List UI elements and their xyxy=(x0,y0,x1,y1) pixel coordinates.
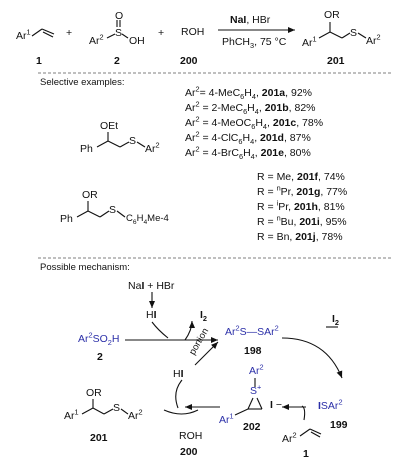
mech-product-ar2: Ar2 xyxy=(128,407,143,422)
mech-nai-hbr: NaI + HBr xyxy=(128,280,175,292)
condition-top: NaI, HBr xyxy=(230,14,271,26)
example2-or: OR xyxy=(82,189,98,201)
mech-label-198: 198 xyxy=(244,345,262,357)
compound-label-200: 200 xyxy=(180,55,198,67)
mech-alkene-1-bonds xyxy=(299,428,322,438)
plus-sign-1: + xyxy=(66,27,73,39)
example2-s: S xyxy=(109,204,117,216)
mech-iodide: I − xyxy=(270,399,282,411)
example-item-201f: R = Me, 201f, 74% xyxy=(257,171,345,183)
mech-label-200: 200 xyxy=(180,446,198,458)
mech-hi-top: HI xyxy=(146,309,157,321)
episulfonium-202-bonds xyxy=(234,378,263,416)
reactant-roh: ROH xyxy=(181,26,205,38)
example-item-201h: R = iPr, 201h, 81% xyxy=(257,198,345,213)
sulfinic-acid-2-bonds xyxy=(106,20,129,39)
reactant-alkene-ar1: Ar1 xyxy=(16,27,31,42)
example-item-201a: Ar2= 4-MeC6H4, 201a, 92% xyxy=(185,84,312,102)
mech-label-202: 202 xyxy=(243,421,261,433)
mech-label-1: 1 xyxy=(303,448,309,460)
example-item-201j: R = Bn, 201j, 78% xyxy=(257,231,343,243)
mech-product-s: S xyxy=(113,402,121,414)
mech-hi-mid: HI xyxy=(173,368,184,380)
mech-product-201-bonds xyxy=(81,399,129,415)
mech-product-ar1: Ar1 xyxy=(64,407,79,422)
compound-label-1: 1 xyxy=(36,55,42,67)
mech-label-2: 2 xyxy=(97,351,103,363)
mech-alkene-ar2: Ar2 xyxy=(282,430,297,445)
plus-sign-2: + xyxy=(158,27,165,39)
example-item-201i: R = nBu, 201i, 95% xyxy=(257,213,347,228)
compound-label-2: 2 xyxy=(114,55,120,67)
mech-disulfide: Ar2S—SAr2 xyxy=(225,323,279,338)
example1-oet: OEt xyxy=(100,120,119,132)
example1-s: S xyxy=(129,135,137,147)
sulfinic-ar2: Ar2 xyxy=(89,32,104,47)
mech-episulfonium-ar2: Ar2 xyxy=(249,362,264,377)
mech-isar2: ISAr2 xyxy=(318,397,343,412)
product-ar2: Ar2 xyxy=(366,32,381,47)
mech-product-or: OR xyxy=(86,387,102,399)
mech-episulfonium-ar1: Ar1 xyxy=(219,411,234,426)
compound-label-201: 201 xyxy=(327,55,345,67)
mech-label-201: 201 xyxy=(90,432,108,444)
sulfinic-o: O xyxy=(115,10,124,22)
alkene-1-bonds xyxy=(31,28,55,38)
example-item-201c: Ar2 = 4-MeOC6H4, 201c, 78% xyxy=(185,114,324,132)
example1-ar: Ar2 xyxy=(145,140,160,155)
mech-label-199: 199 xyxy=(330,419,348,431)
example-item-201g: R = nPr, 201g, 77% xyxy=(257,183,348,198)
sulfinic-s: S xyxy=(115,27,123,39)
condition-bottom: PhCH3, 75 °C xyxy=(222,36,287,51)
product-201-bonds xyxy=(318,22,367,39)
example1-ph: Ph xyxy=(80,143,93,155)
mechanism-arrows xyxy=(125,292,343,421)
sulfinic-oh: OH xyxy=(129,35,145,47)
examples-heading: Selective examples: xyxy=(40,77,125,88)
mech-episulfonium-s: S+ xyxy=(250,382,262,397)
example-structure-1-bonds xyxy=(96,132,146,148)
example-item-201b: Ar2 = 2-MeC6H4, 201b, 82% xyxy=(185,99,316,117)
product-s: S xyxy=(350,27,358,39)
mech-roh: ROH xyxy=(179,430,203,442)
mech-i2-right: I2 xyxy=(332,313,340,328)
product-ar1: Ar1 xyxy=(302,34,317,49)
example-item-201d: Ar2 = 4-ClC6H4, 201d, 87% xyxy=(185,129,311,147)
example-item-201e: Ar2 = 4-BrC6H4, 201e, 80% xyxy=(185,144,311,162)
product-or: OR xyxy=(324,9,340,21)
example2-aryl: C6H4Me-4 xyxy=(126,213,169,226)
mech-i2-top: I2 xyxy=(200,309,208,324)
example2-ph: Ph xyxy=(60,213,73,225)
example-structure-2-bonds xyxy=(76,201,126,218)
mechanism-heading: Possible mechanism: xyxy=(40,262,130,273)
mech-sulfinic-acid: Ar2SO2H xyxy=(78,330,120,348)
